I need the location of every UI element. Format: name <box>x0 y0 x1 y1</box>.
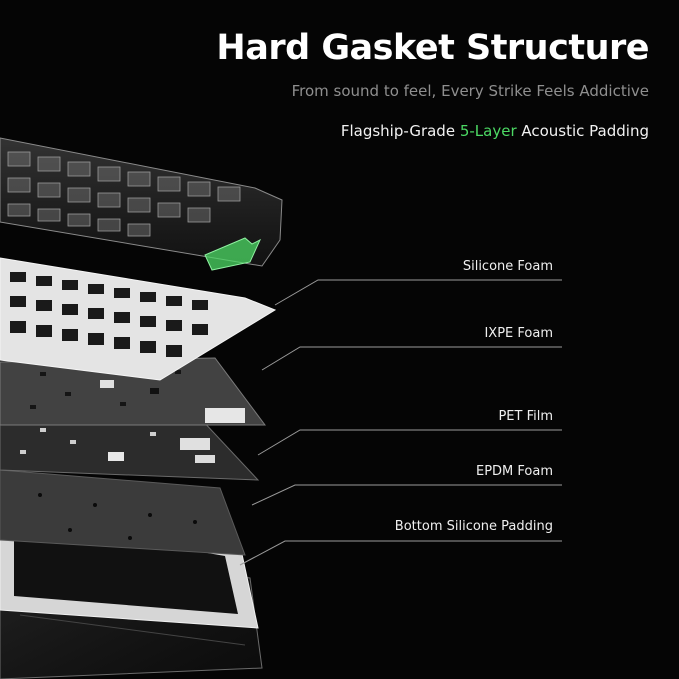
page-subtitle: From sound to feel, Every Strike Feels A… <box>291 82 649 100</box>
layer-epdm-foam <box>0 469 246 556</box>
label-silicone-foam: Silicone Foam <box>462 259 553 274</box>
tagline-pre: Flagship-Grade <box>340 122 460 140</box>
label-ixpe-foam: IXPE Foam <box>484 326 553 341</box>
tagline-highlight: 5-Layer <box>459 122 517 140</box>
page-title: Hard Gasket Structure <box>216 28 649 68</box>
layer-silicone-foam <box>0 257 277 381</box>
top-keyboard-case <box>0 137 283 271</box>
label-bottom-silicone-padding: Bottom Silicone Padding <box>394 519 553 534</box>
tagline-post: Acoustic Padding <box>516 122 649 140</box>
tagline: Flagship-Grade 5-Layer Acoustic Padding <box>0 122 649 140</box>
leader-lines <box>239 279 562 566</box>
label-pet-film: PET Film <box>498 409 553 424</box>
layer-pet-film <box>0 411 260 481</box>
gasket-highlight <box>204 237 262 271</box>
label-epdm-foam: EPDM Foam <box>475 464 553 479</box>
